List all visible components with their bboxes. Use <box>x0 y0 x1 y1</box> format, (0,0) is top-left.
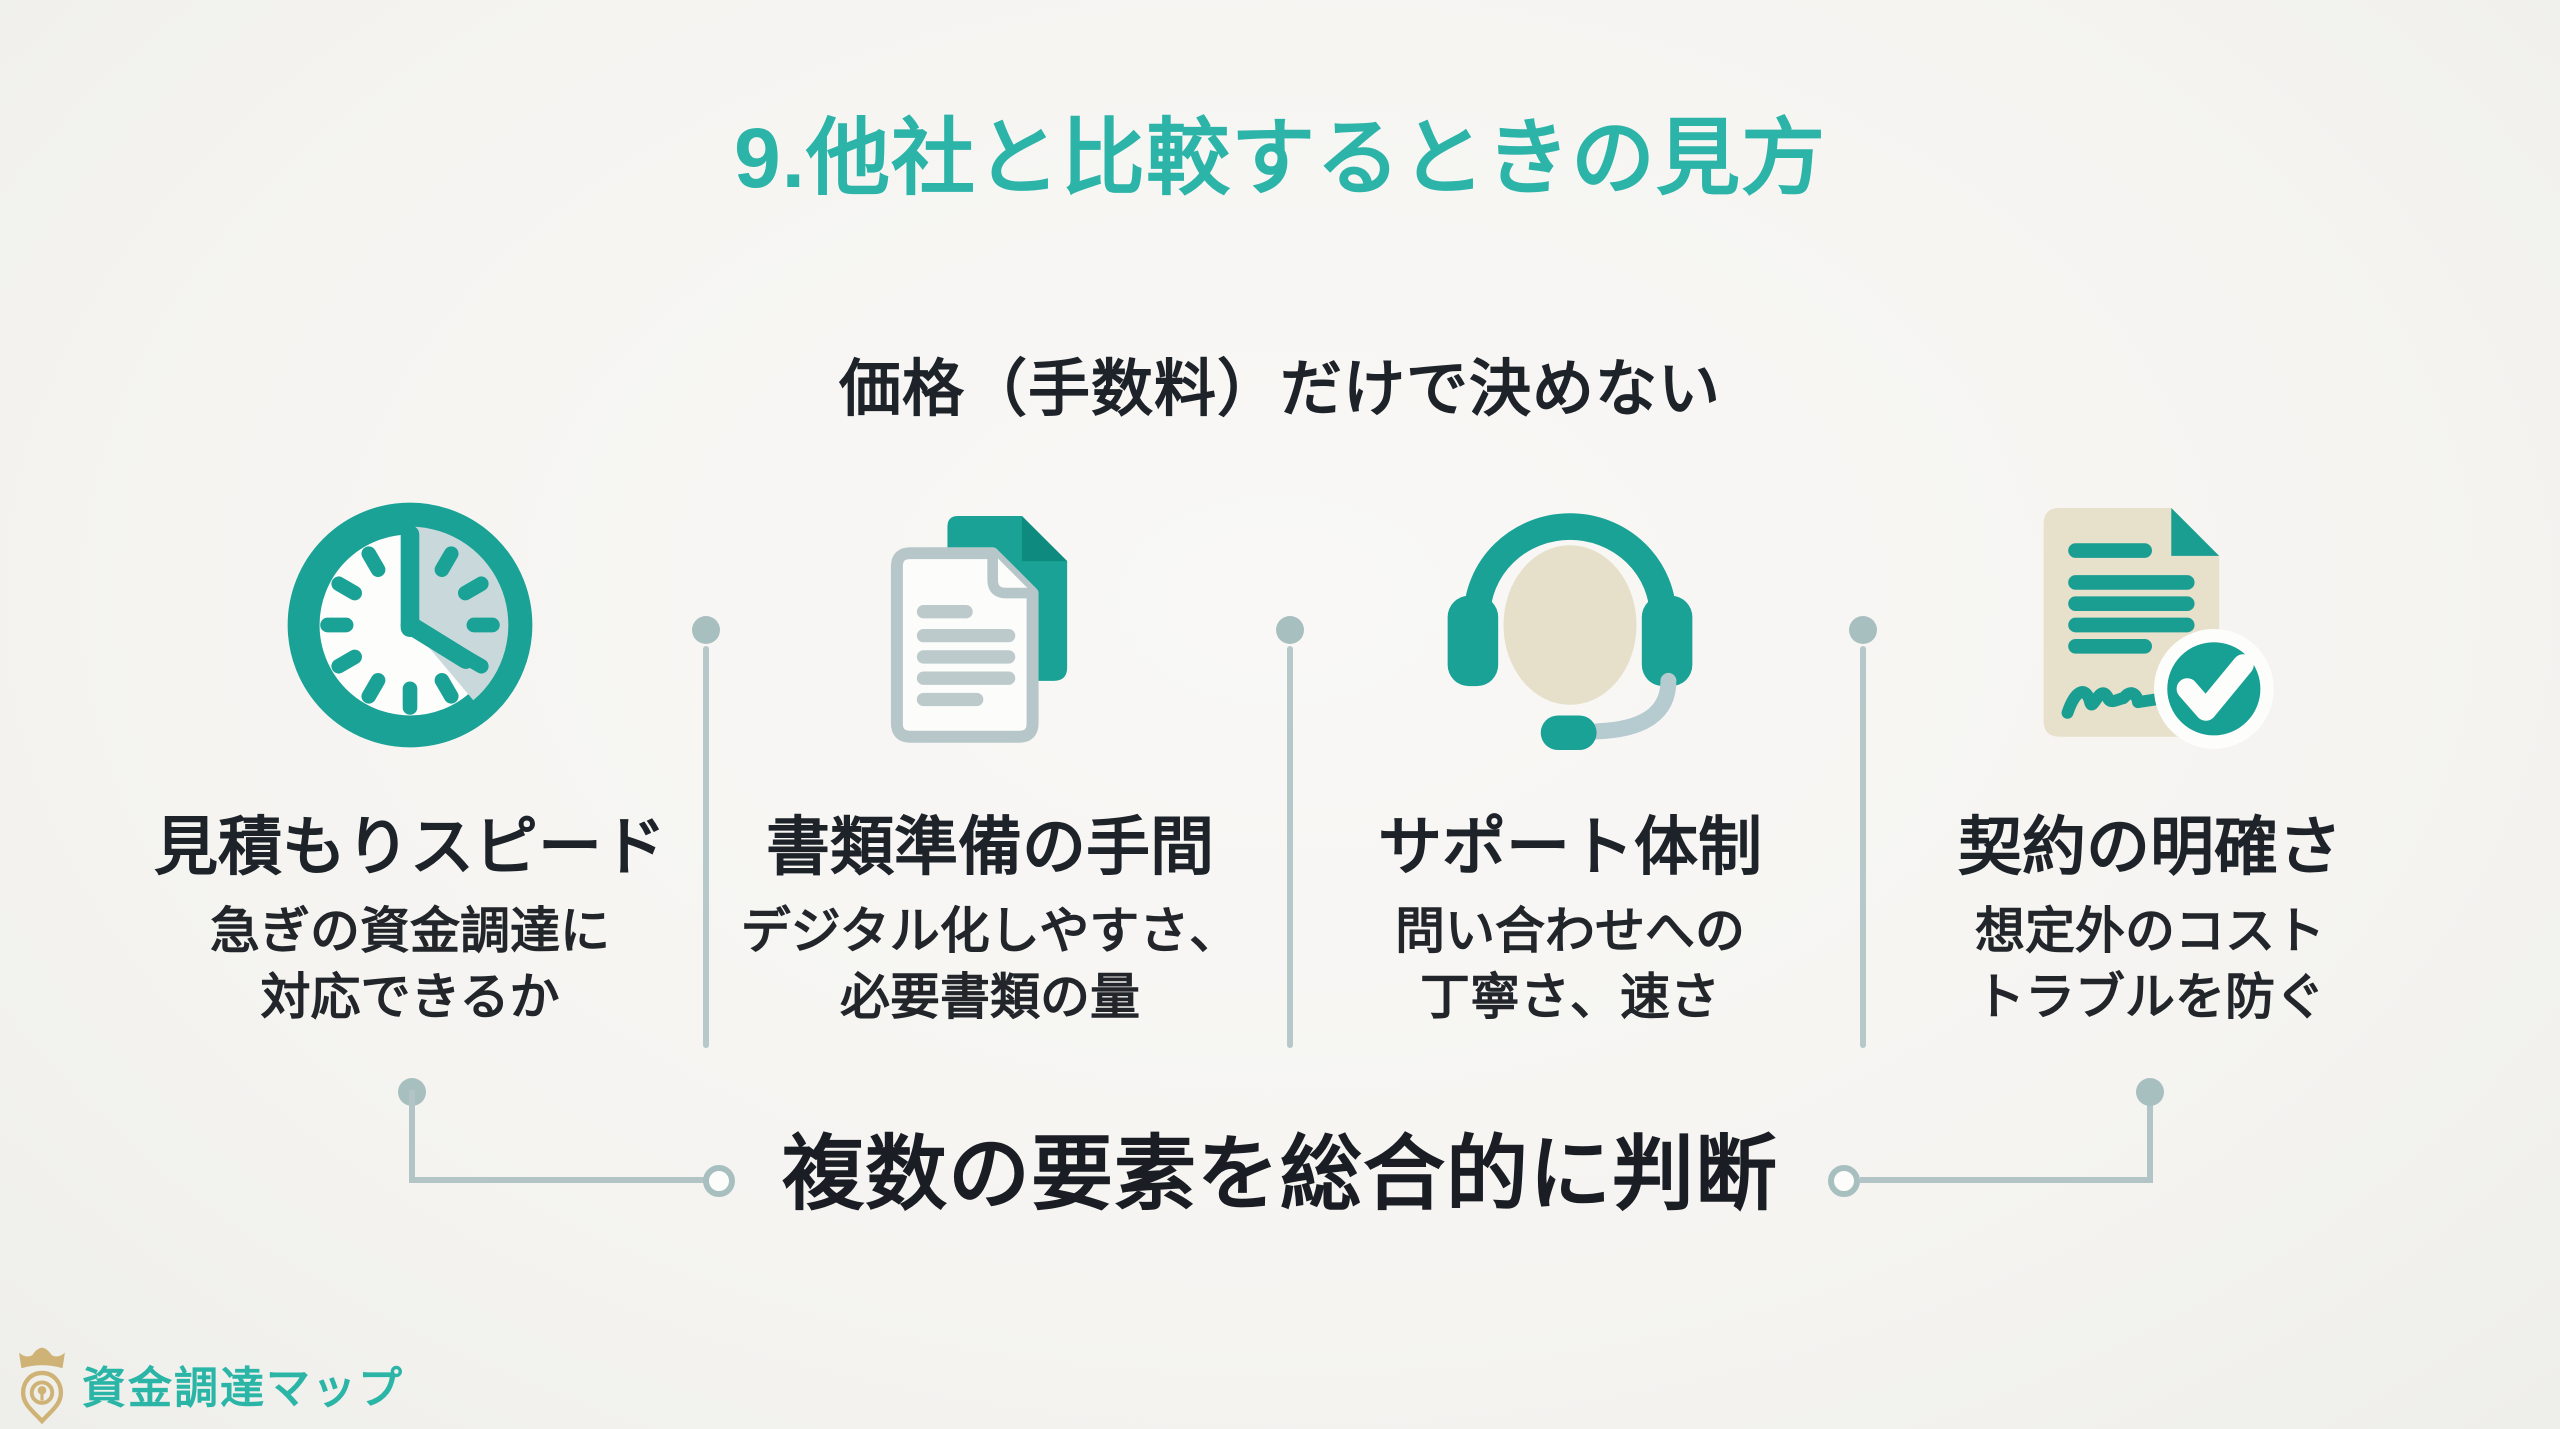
column-desc: 急ぎの資金調達に 対応できるか <box>210 898 610 1030</box>
brand-logo-icon <box>16 1343 68 1425</box>
headset-icon <box>1437 492 1703 758</box>
desc-line-1: デジタル化しやすさ、 <box>740 903 1240 960</box>
desc-line-2: 必要書類の量 <box>840 969 1140 1026</box>
column-contract-clarity: 契約の明確さ 想定外のコスト トラブルを防ぐ <box>1860 492 2440 1030</box>
column-desc: 想定外のコスト トラブルを防ぐ <box>1975 898 2325 1030</box>
divider-dot <box>1276 616 1304 644</box>
desc-line-2: 対応できるか <box>260 969 560 1026</box>
column-heading: 契約の明確さ <box>1958 811 2342 883</box>
clock-icon <box>277 492 543 758</box>
column-heading: サポート体制 <box>1378 811 1762 883</box>
connector-ring-left <box>703 1165 735 1197</box>
column-quote-speed: 見積もりスピード 急ぎの資金調達に 対応できるか <box>120 492 700 1030</box>
connector-vline-right <box>2147 1090 2153 1180</box>
contract-icon <box>2017 492 2283 758</box>
divider-dot <box>1849 616 1877 644</box>
desc-line-1: 急ぎの資金調達に <box>210 903 610 960</box>
desc-line-1: 問い合わせへの <box>1395 903 1745 960</box>
conclusion-text: 複数の要素を総合的に判断 <box>781 1129 1778 1220</box>
connector-hline-right <box>1860 1177 2153 1183</box>
desc-line-2: トラブルを防ぐ <box>1975 969 2325 1026</box>
connector-hline-left <box>409 1177 707 1183</box>
column-heading: 書類準備の手間 <box>766 811 1214 883</box>
connector-ring-right <box>1828 1165 1860 1197</box>
page-title: 9.他社と比較するときの見方 <box>733 111 1827 205</box>
column-heading: 見積もりスピード <box>154 811 666 883</box>
connector-dot-right <box>2136 1078 2164 1106</box>
column-desc: 問い合わせへの 丁寧さ、速さ <box>1395 898 1745 1030</box>
column-divider <box>703 646 709 1048</box>
brand-name: 資金調達マップ <box>82 1364 404 1413</box>
divider-dot <box>692 616 720 644</box>
criteria-columns: 見積もりスピード 急ぎの資金調達に 対応できるか <box>120 492 2440 1030</box>
connector-vline-left <box>409 1090 415 1180</box>
documents-icon <box>857 492 1123 758</box>
brand-footer: 資金調達マップ <box>16 1342 404 1426</box>
column-desc: デジタル化しやすさ、 必要書類の量 <box>741 898 1240 1030</box>
column-document-prep: 書類準備の手間 デジタル化しやすさ、 必要書類の量 <box>700 492 1280 1030</box>
subtitle: 価格（手数料）だけで決めない <box>838 355 1721 424</box>
desc-line-2: 丁寧さ、速さ <box>1420 969 1720 1026</box>
column-divider <box>1860 646 1866 1048</box>
desc-line-1: 想定外のコスト <box>1975 903 2325 960</box>
column-divider <box>1287 646 1293 1048</box>
column-support: サポート体制 問い合わせへの 丁寧さ、速さ <box>1280 492 1860 1030</box>
